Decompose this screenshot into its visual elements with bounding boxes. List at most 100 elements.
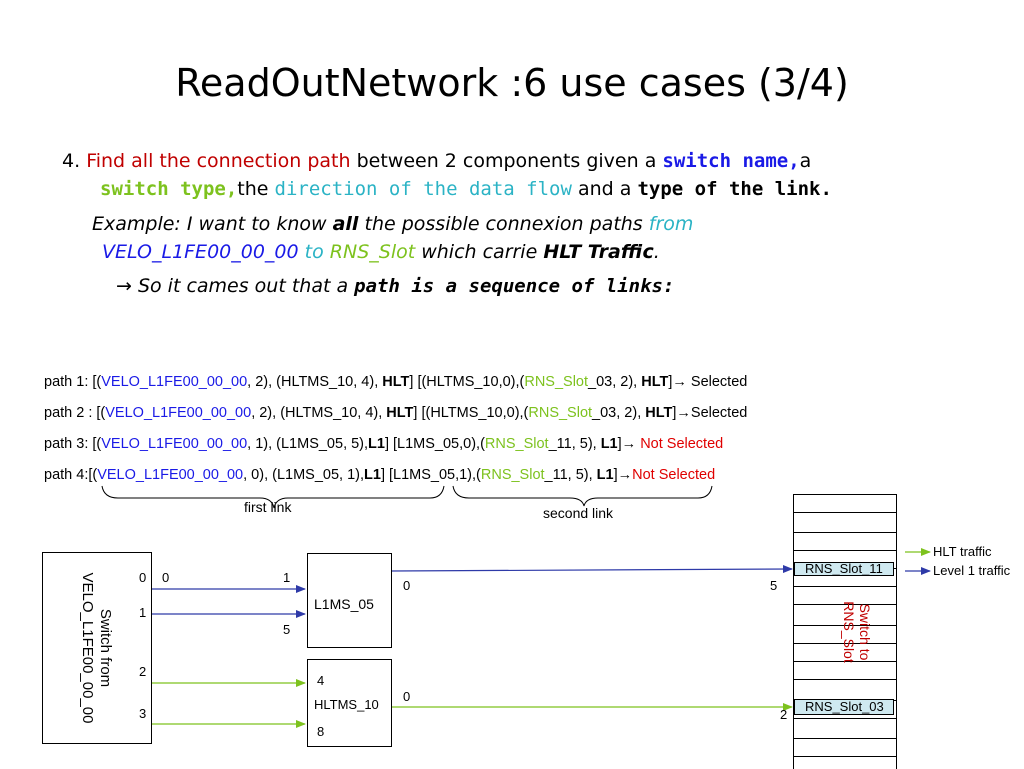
- example-line-2: VELO_L1FE00_00_00 to RNS_Slot which carr…: [102, 239, 660, 266]
- example-traffic: HLT Traffic: [543, 241, 654, 263]
- path-a: , 0), (L1MS_05, 1),: [243, 467, 365, 483]
- path-c: _03, 2),: [592, 405, 646, 421]
- page-title: ReadOutNetwork :6 use cases (3/4): [175, 61, 849, 105]
- l1ms-out-port: 0: [403, 578, 411, 593]
- source-port-3: 3: [139, 706, 147, 721]
- l1ms-switch-box: [307, 553, 392, 648]
- rns-switch-line2: RNS_Slot: [841, 601, 857, 663]
- path-d: ]→: [613, 467, 633, 483]
- example-all: all: [332, 213, 359, 235]
- l1-link: [390, 565, 793, 574]
- path-dst: RNS_Slot: [524, 374, 589, 390]
- path-dst: RNS_Slot: [528, 405, 593, 421]
- path-src: VELO_L1FE00_00_00: [105, 405, 252, 421]
- l1ms-name: L1MS_05: [314, 596, 374, 612]
- path-b: ] [(HLTMS_10,0),(: [413, 405, 529, 421]
- example-text: which carrie: [415, 241, 544, 263]
- find-path-phrase: Find all the connection path: [86, 150, 351, 172]
- path-b: ] [L1MS_05,0),(: [384, 436, 485, 452]
- first-link-label: first link: [244, 499, 292, 515]
- path-line-4: path 4:[(VELO_L1FE00_00_00, 0), (L1MS_05…: [44, 466, 715, 484]
- path-line-2: path 2 : [(VELO_L1FE00_00_00, 2), (HLTMS…: [44, 404, 747, 422]
- path-dst: RNS_Slot: [480, 467, 545, 483]
- example-text: .: [653, 241, 660, 263]
- example-line-1: Example: I want to know all the possible…: [92, 211, 693, 238]
- rns-row-divider: [794, 532, 896, 533]
- rns-row-divider: [794, 586, 896, 587]
- path-result: Selected: [690, 405, 748, 421]
- hltms-out-port: 0: [403, 689, 411, 704]
- direction-term: direction of the data flow: [274, 178, 572, 200]
- path-d: ]→: [672, 405, 691, 421]
- path-src: VELO_L1FE00_00_00: [101, 436, 248, 452]
- rns-switch-line1: Switch to: [857, 603, 873, 661]
- hltms-port-8: 8: [317, 724, 325, 739]
- second-link-brace: [452, 485, 713, 507]
- path-d: ]→: [617, 436, 641, 452]
- path-line-3: path 3: [(VELO_L1FE00_00_00, 1), (L1MS_0…: [44, 435, 723, 453]
- example-text: Example: I want to know: [92, 213, 333, 235]
- rns-port-2: 2: [780, 707, 788, 722]
- path-c: _11, 5),: [548, 436, 601, 452]
- rns-row-divider: [794, 643, 896, 644]
- item-text: the: [237, 178, 275, 200]
- legend-hlt-label: HLT traffic: [933, 544, 992, 559]
- rns-row-divider: [794, 512, 896, 513]
- path-prefix: path 4:[(: [44, 467, 98, 483]
- path-type2: HLT: [641, 374, 669, 390]
- path-type2: L1: [600, 436, 618, 452]
- path-d: ]→: [668, 374, 691, 390]
- path-type2: L1: [596, 467, 614, 483]
- path-prefix: path 3: [(: [44, 436, 102, 452]
- first-link-brace: [101, 485, 445, 509]
- path-type1: HLT: [386, 405, 414, 421]
- path-c: _03, 2),: [588, 374, 642, 390]
- switch-type-term: switch type,: [100, 178, 238, 200]
- item-text: and a: [571, 178, 638, 200]
- path-prefix: path 1: [(: [44, 374, 102, 390]
- rns-slot-11-cell: RNS_Slot_11: [794, 562, 894, 576]
- second-link-label: second link: [543, 505, 614, 521]
- conclusion-text: → So it cames out that a: [116, 275, 355, 297]
- path-c: _11, 5),: [544, 467, 597, 483]
- l1ms-port-1: 1: [283, 570, 291, 585]
- path-type1: L1: [368, 436, 385, 452]
- hltms-port-4: 4: [317, 673, 325, 688]
- type-link-term: type of the link.: [637, 178, 832, 200]
- path-src: VELO_L1FE00_00_00: [97, 467, 244, 483]
- rns-slot-03-cell: RNS_Slot_03: [794, 699, 894, 715]
- path-a: , 2), (HLTMS_10, 4),: [251, 405, 387, 421]
- source-port-1: 1: [139, 605, 147, 620]
- rns-row-divider: [794, 679, 896, 680]
- l1ms-port-0: 0: [162, 570, 170, 585]
- conclusion-bold: path is a sequence of links:: [354, 275, 675, 297]
- example-text: the possible connexion paths: [358, 213, 649, 235]
- rns-switch-label: Switch to RNS_Slot: [841, 601, 873, 662]
- path-type1: HLT: [382, 374, 410, 390]
- rns-row-divider: [794, 625, 896, 626]
- conclusion-line: → So it cames out that a path is a seque…: [116, 273, 674, 300]
- path-prefix: path 2 : [(: [44, 405, 106, 421]
- rns-row-divider: [794, 604, 896, 605]
- item-text: a: [799, 150, 812, 172]
- hltms-switch-box: [307, 659, 392, 747]
- path-result: Selected: [690, 374, 748, 390]
- legend-l1-label: Level 1 traffic: [933, 563, 1011, 578]
- rns-row-divider: [794, 756, 896, 757]
- item-line-2: switch type,the direction of the data fl…: [100, 176, 832, 203]
- source-switch-line2: VELO_L1FE00_00_00: [79, 572, 96, 724]
- source-switch-line1: Switch from: [97, 608, 114, 688]
- example-to: to: [304, 241, 324, 263]
- path-a: , 1), (L1MS_05, 5),: [247, 436, 369, 452]
- rns-row-divider: [794, 550, 896, 551]
- switch-name-term: switch name,: [662, 150, 800, 172]
- path-b: ] [L1MS_05,1),(: [380, 467, 481, 483]
- source-port-0: 0: [139, 570, 147, 585]
- path-line-1: path 1: [(VELO_L1FE00_00_00, 2), (HLTMS_…: [44, 373, 747, 391]
- l1ms-port-5: 5: [283, 622, 291, 637]
- source-switch-box: [42, 552, 152, 744]
- source-switch-label: Switch from VELO_L1FE00_00_00: [78, 573, 114, 724]
- hltms-name: HLTMS_10: [314, 697, 379, 712]
- path-dst: RNS_Slot: [484, 436, 549, 452]
